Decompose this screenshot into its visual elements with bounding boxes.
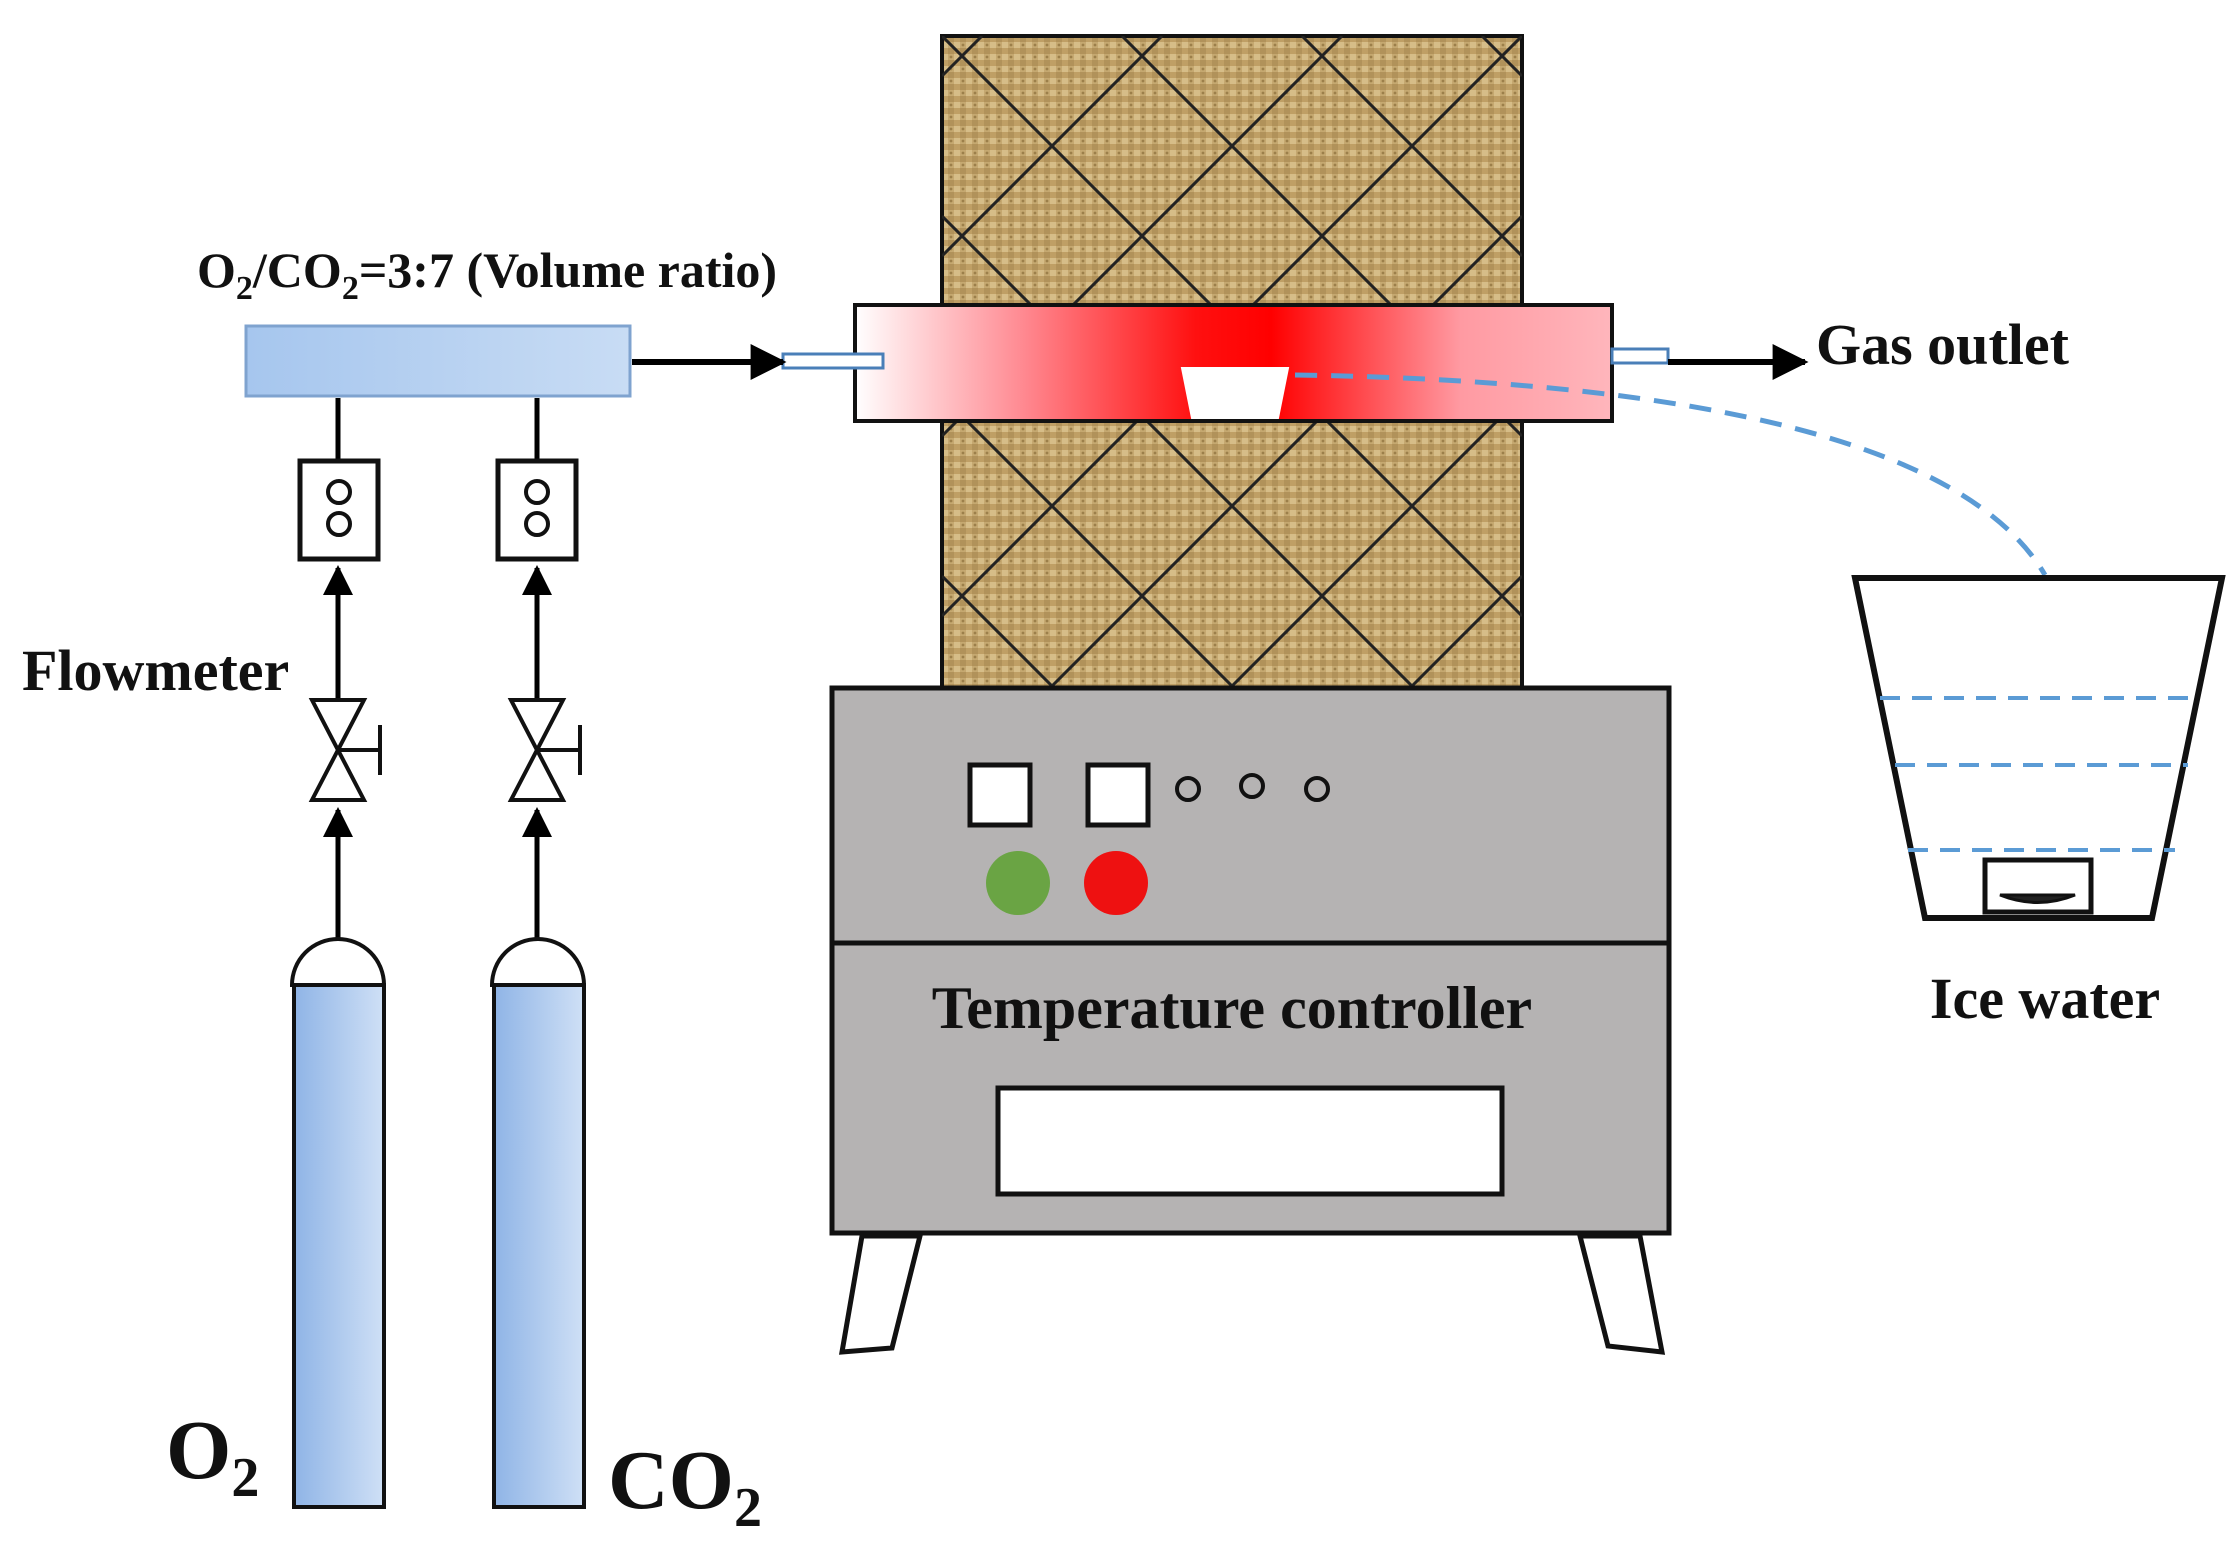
controller-display-window <box>995 1085 1505 1197</box>
red-indicator-light[interactable] <box>1084 851 1148 915</box>
indicator-knob-2[interactable] <box>1239 773 1265 799</box>
outlet-pipe <box>1610 347 1670 365</box>
flowmeter-icon <box>495 458 579 562</box>
indicator-knob-3[interactable] <box>1304 776 1330 802</box>
gas-mixer: O2/CO2=3:7 (Volume ratio) <box>197 242 787 398</box>
volume-ratio-label: O2/CO2=3:7 (Volume ratio) <box>197 242 777 307</box>
ice-water-beaker-icon: Ice water <box>1851 575 2226 1031</box>
thermocouple-line <box>1294 372 2048 577</box>
tube-furnace <box>781 303 1670 423</box>
crucible-icon <box>1180 367 1290 419</box>
display-button-2[interactable] <box>1085 762 1151 828</box>
flowmeter-label: Flowmeter <box>22 638 289 703</box>
display-button-1[interactable] <box>967 762 1033 828</box>
gas-outlet: Gas outlet <box>1668 312 2070 380</box>
needle-valve-icon[interactable] <box>507 698 582 802</box>
gas-outlet-label: Gas outlet <box>1816 312 2070 377</box>
o2-cylinder <box>289 937 387 1509</box>
temperature-controller: Temperature controller <box>829 685 1672 1355</box>
ice-water-label: Ice water <box>1930 966 2160 1031</box>
indicator-knob-1[interactable] <box>1175 776 1201 802</box>
flowmeter-icon <box>297 458 381 562</box>
green-indicator-light[interactable] <box>986 851 1050 915</box>
o2-gas-line: O2 <box>166 398 387 1509</box>
temperature-controller-label: Temperature controller <box>932 975 1532 1041</box>
needle-valve-icon[interactable] <box>308 698 382 802</box>
collection-vessel <box>1982 857 2094 915</box>
co2-cylinder-label: CO2 <box>608 1434 762 1539</box>
inlet-pipe <box>781 352 885 370</box>
left-leg <box>838 1233 924 1355</box>
right-leg <box>1576 1233 1666 1355</box>
co2-cylinder <box>489 937 587 1509</box>
o2-cylinder-label: O2 <box>166 1404 259 1509</box>
co2-gas-line: CO2 <box>489 398 762 1539</box>
